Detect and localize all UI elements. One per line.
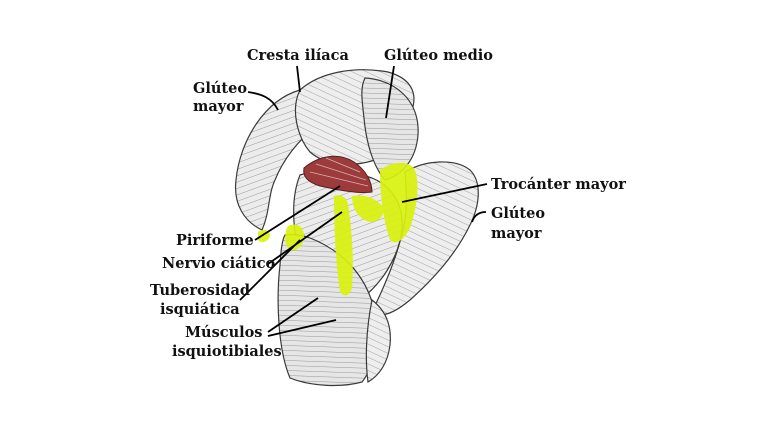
label-trocanter-mayor: Trocánter mayor xyxy=(491,176,626,193)
highlighted-structures xyxy=(258,162,418,296)
leader-cresta-iliaca xyxy=(296,65,301,93)
leader-gluteo-mayor-left xyxy=(247,91,279,111)
label-musculos-line2: isquiotibiales xyxy=(172,343,282,360)
short-rotators-highlight xyxy=(352,195,384,222)
label-piriforme: Piriforme xyxy=(176,232,254,249)
piriformis-fibers xyxy=(309,157,369,187)
leader-gluteo-mayor-right xyxy=(471,211,487,223)
greater-trochanter-highlight xyxy=(380,162,418,243)
leader-trocanter-mayor xyxy=(401,183,488,203)
label-tuberosidad-line2: isquiática xyxy=(160,301,240,318)
ischial-tuberosity-highlight xyxy=(285,224,304,251)
leader-musculos-2 xyxy=(267,319,337,337)
labels: Cresta ilíaca Glúteo medio Glúteo mayor … xyxy=(150,47,626,360)
label-gluteo-mayor-right-line2: mayor xyxy=(491,225,542,242)
label-gluteo-mayor-left-line1: Glúteo xyxy=(193,80,247,97)
leader-musculos-1 xyxy=(267,297,319,333)
sciatic-nerve-highlight xyxy=(334,195,353,296)
leader-nervio-ciatico xyxy=(267,211,343,265)
label-musculos-line1: Músculos xyxy=(185,324,262,341)
label-nervio-ciatico: Nervio ciático xyxy=(162,255,276,272)
label-gluteo-mayor-left-line2: mayor xyxy=(193,98,244,115)
label-cresta-iliaca: Cresta ilíaca xyxy=(247,47,349,64)
leader-gluteo-medio xyxy=(385,65,395,119)
label-gluteo-medio: Glúteo medio xyxy=(384,47,493,64)
leader-piriforme xyxy=(254,185,341,241)
label-tuberosidad-line1: Tuberosidad xyxy=(150,282,250,299)
lateral-thigh xyxy=(365,298,391,383)
hip-illustration xyxy=(234,69,479,387)
leader-lines xyxy=(239,65,488,337)
label-gluteo-mayor-right-line1: Glúteo xyxy=(491,205,545,222)
leader-tuberosidad xyxy=(239,239,301,301)
